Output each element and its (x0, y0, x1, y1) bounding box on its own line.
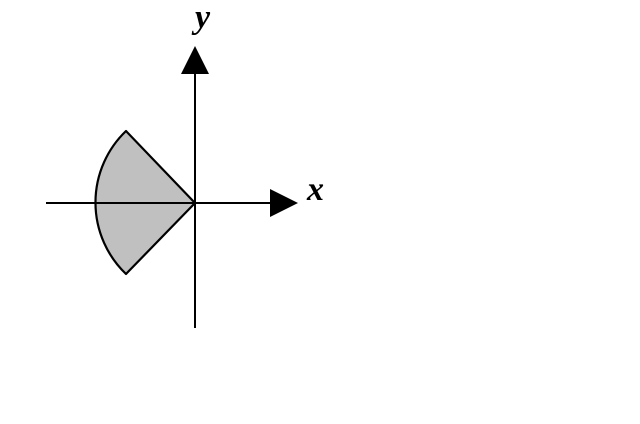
x-axis-label: x (306, 171, 324, 208)
x-axis-arrowhead (270, 189, 298, 217)
y-axis-label: y (191, 0, 211, 36)
y-axis-arrowhead (181, 46, 209, 74)
